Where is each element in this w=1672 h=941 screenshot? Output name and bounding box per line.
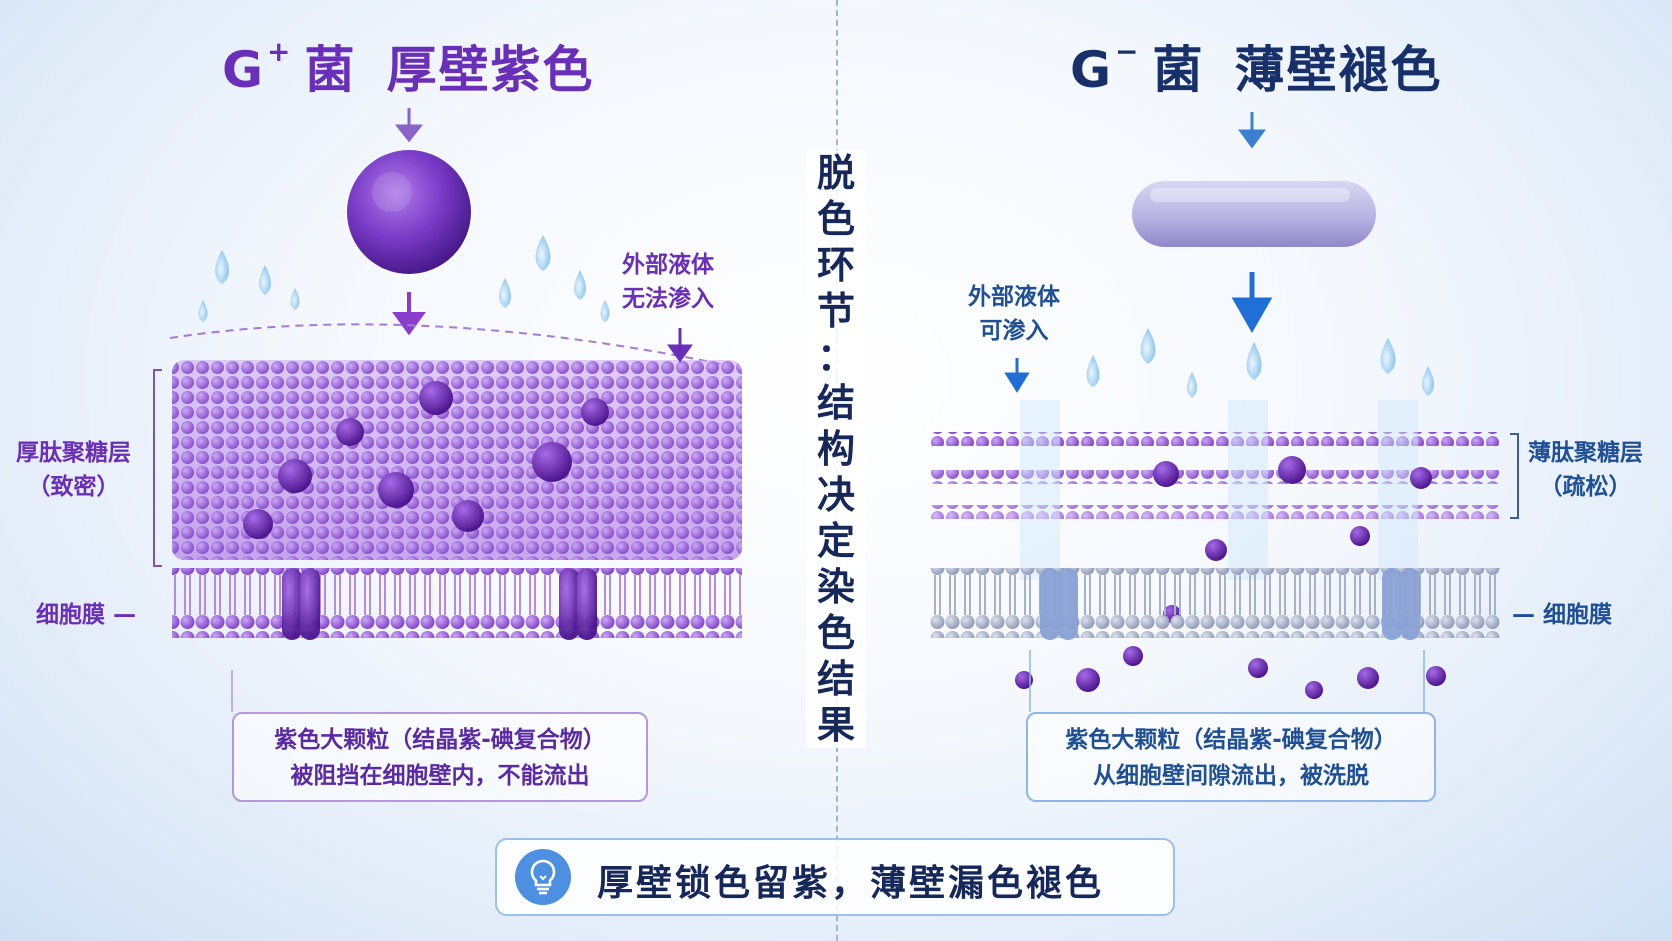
callout-gram-positive: 紫色大颗粒（结晶紫-碘复合物） 被阻挡在细胞壁内，不能流出 [232,712,648,802]
summary-text: 厚壁锁色留紫，薄壁漏色褪色 [597,863,1105,904]
bacillus-cell [1132,181,1376,247]
arrow-down-icon [667,328,693,363]
decolorization-heading: 脱 色 环 节 ： 结 构 决 定 染 色 结 果 [806,150,866,748]
crystal-violet-particle [1015,456,1446,699]
arrow-down-icon [1238,112,1266,149]
fluid-note-right: 外部液体 可渗入 [968,284,1060,344]
water-droplet-icon [198,235,610,322]
fluid-note-left: 外部液体 无法渗入 [622,252,714,312]
water-droplet-icon [1086,328,1434,398]
membrane-label-left: 细胞膜 — [36,602,137,628]
gram-positive-title: G+菌厚壁紫色 [222,35,595,99]
crystal-violet-particle [243,381,609,539]
membrane-protein [1040,568,1420,640]
coccus-cell [347,150,471,274]
membrane-label-right: — 细胞膜 [1512,602,1613,628]
thin-layer-label: 薄肽聚糖层 （疏松） [1528,440,1643,500]
membrane-protein [282,568,597,640]
thin-peptidoglycan-layer [930,432,1500,446]
arrow-down-icon [394,108,424,143]
arrow-down-icon [1004,358,1030,393]
arrow-down-icon [392,292,426,336]
cell-membrane-left [172,568,742,638]
arrow-down-icon [1231,272,1273,334]
gram-negative-title: G−菌薄壁褪色 [1070,35,1443,99]
lightbulb-icon [515,849,571,905]
summary-box: 厚壁锁色留紫，薄壁漏色褪色 [495,838,1175,916]
thick-layer-label: 厚肽聚糖层 （致密） [16,440,131,500]
callout-gram-negative: 紫色大颗粒（结晶紫-碘复合物） 从细胞壁间隙流出，被洗脱 [1026,712,1436,802]
